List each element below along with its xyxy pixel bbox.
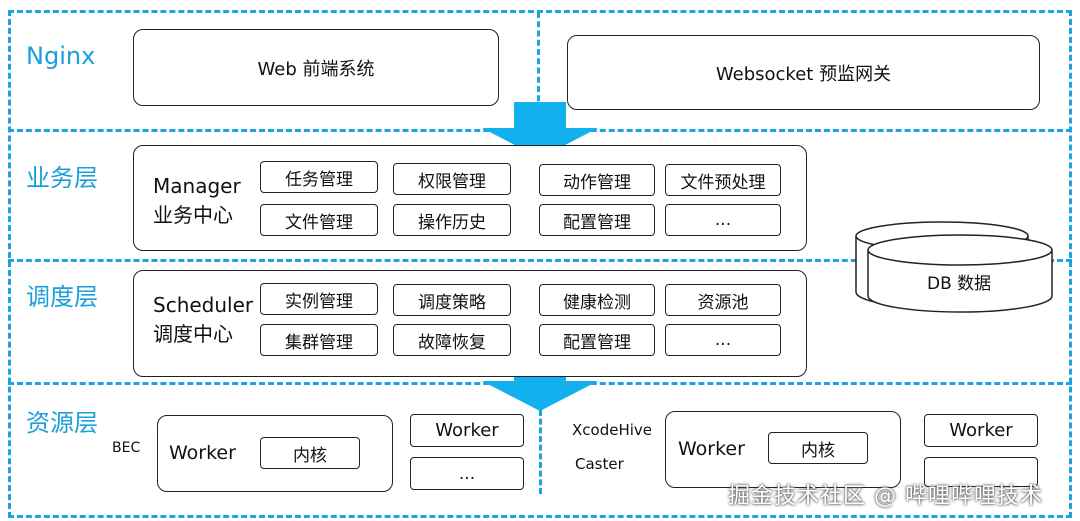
- scheduler-item-more: ...: [665, 324, 781, 356]
- bec-side-worker-box: Worker: [410, 414, 524, 447]
- down-arrow-bottom: [482, 357, 598, 411]
- layer-label-scheduling: 调度层: [26, 283, 98, 311]
- xcodehive-label: XcodeHive: [572, 421, 653, 439]
- manager-item-preprocess: 文件预处理: [665, 164, 781, 196]
- layer-label-business: 业务层: [26, 164, 98, 192]
- scheduler-item-pool: 资源池: [665, 284, 781, 316]
- separator-business-scheduling: [8, 259, 1072, 262]
- bec-worker-label: Worker: [169, 442, 236, 464]
- bec-label: BEC: [112, 440, 141, 456]
- manager-item-permission: 权限管理: [393, 163, 511, 195]
- layer-label-nginx: Nginx: [26, 42, 96, 70]
- scheduler-item-health: 健康检测: [539, 284, 655, 316]
- scheduler-title: Scheduler 调度中心: [153, 291, 253, 349]
- scheduler-title-line1: Scheduler: [153, 293, 254, 317]
- resource-vertical-divider: [539, 384, 542, 494]
- xcodehive-side-extra-box: [924, 457, 1038, 487]
- scheduler-item-config: 配置管理: [539, 324, 655, 356]
- scheduler-item-recovery: 故障恢复: [393, 324, 511, 356]
- websocket-gateway-box: Websocket 预监网关: [567, 35, 1040, 110]
- layer-label-resource: 资源层: [26, 409, 98, 437]
- nginx-vertical-divider: [537, 12, 540, 129]
- manager-title-line1: Manager: [153, 174, 241, 198]
- xcodehive-side-worker-box: Worker: [924, 414, 1038, 447]
- database-icon: [855, 221, 1053, 313]
- manager-title: Manager 业务中心: [153, 172, 241, 230]
- architecture-frame: [8, 10, 1072, 518]
- manager-item-action: 动作管理: [539, 164, 655, 196]
- scheduler-title-line2: 调度中心: [153, 322, 233, 346]
- database-label: DB 数据: [927, 274, 992, 294]
- manager-item-task: 任务管理: [260, 161, 378, 193]
- scheduler-item-cluster: 集群管理: [260, 324, 378, 356]
- manager-item-more: ...: [665, 204, 781, 236]
- manager-item-config: 配置管理: [539, 204, 655, 236]
- bec-kernel-box: 内核: [260, 437, 360, 469]
- manager-item-file: 文件管理: [260, 204, 378, 236]
- scheduler-item-instance: 实例管理: [260, 283, 378, 315]
- scheduler-item-policy: 调度策略: [393, 284, 511, 316]
- caster-label: Caster: [575, 455, 624, 473]
- web-frontend-box: Web 前端系统: [133, 29, 499, 106]
- xcodehive-worker-label: Worker: [678, 438, 745, 460]
- watermark-text: 掘金技术社区 @ 哔哩哔哩技术: [728, 484, 1043, 509]
- down-arrow-top: [482, 102, 598, 158]
- bec-side-more-box: ...: [410, 457, 524, 490]
- manager-item-history: 操作历史: [393, 204, 511, 236]
- xcodehive-kernel-box: 内核: [768, 432, 868, 464]
- manager-title-line2: 业务中心: [153, 203, 233, 227]
